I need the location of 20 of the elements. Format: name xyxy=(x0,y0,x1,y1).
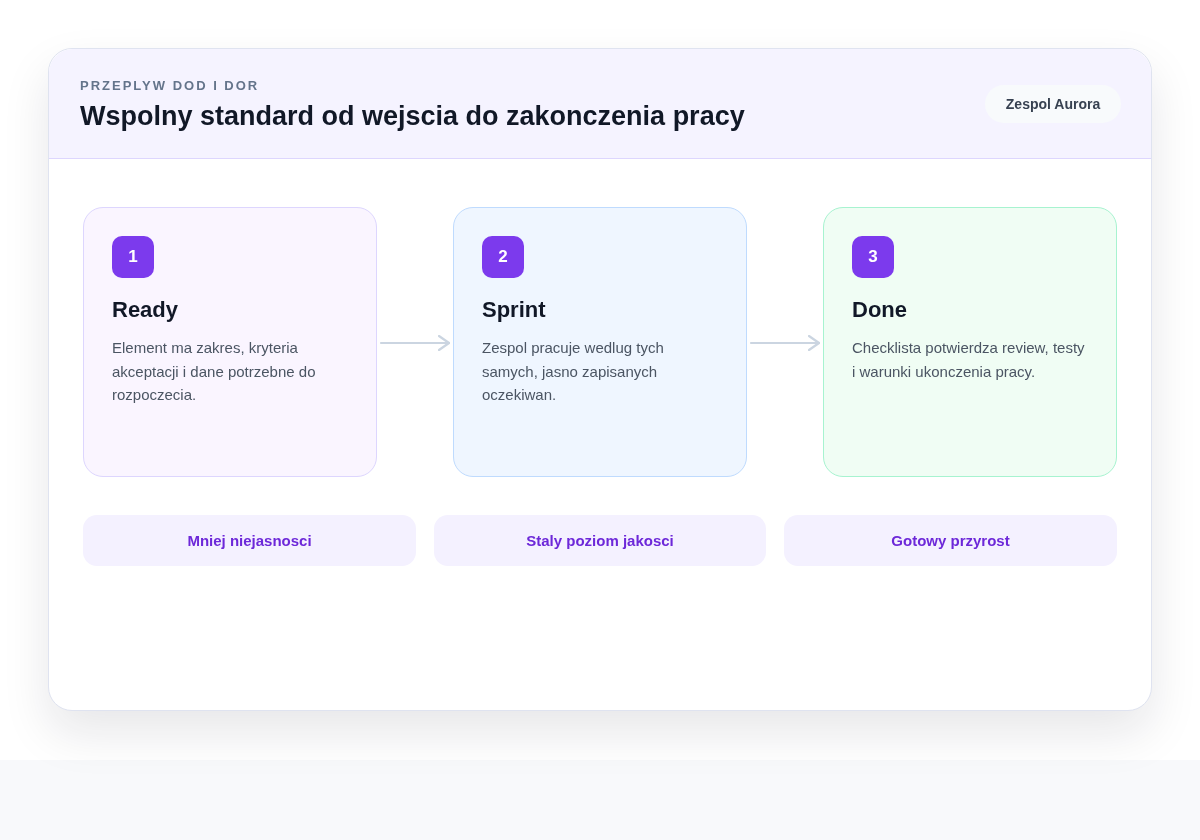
team-pill: Zespol Aurora xyxy=(985,85,1121,123)
step-description: Element ma zakres, kryteria akceptacji i dane potrzebne do rozpoczecia. xyxy=(112,338,317,405)
outcome-tag: Gotowy przyrost xyxy=(784,515,1117,566)
eyebrow-text: PRZEPLYW DOD I DOR xyxy=(80,78,260,94)
step-card xyxy=(453,207,747,477)
step-number-badge: 2 xyxy=(482,236,524,278)
step-number-badge: 3 xyxy=(852,236,894,278)
step-card xyxy=(823,207,1117,477)
step-card xyxy=(83,207,377,477)
step-description: Zespol pracuje wedlug tych samych, jasno zapisanych oczekiwan. xyxy=(482,338,665,405)
step-title: Done xyxy=(852,296,907,324)
diagram-title: Wspolny standard od wejscia do zakonczenia pracy xyxy=(80,100,745,133)
step-title: Sprint xyxy=(482,296,546,324)
outcome-tag: Mniej niejasnosci xyxy=(83,515,416,566)
step-description: Checklista potwierdza review, testy i warunki ukonczenia pracy. xyxy=(852,338,1086,382)
outcome-tag: Staly poziom jakosci xyxy=(434,515,766,566)
arrow xyxy=(749,334,821,352)
step-number-badge: 1 xyxy=(112,236,154,278)
arrow xyxy=(379,334,451,352)
step-title: Ready xyxy=(112,296,179,324)
